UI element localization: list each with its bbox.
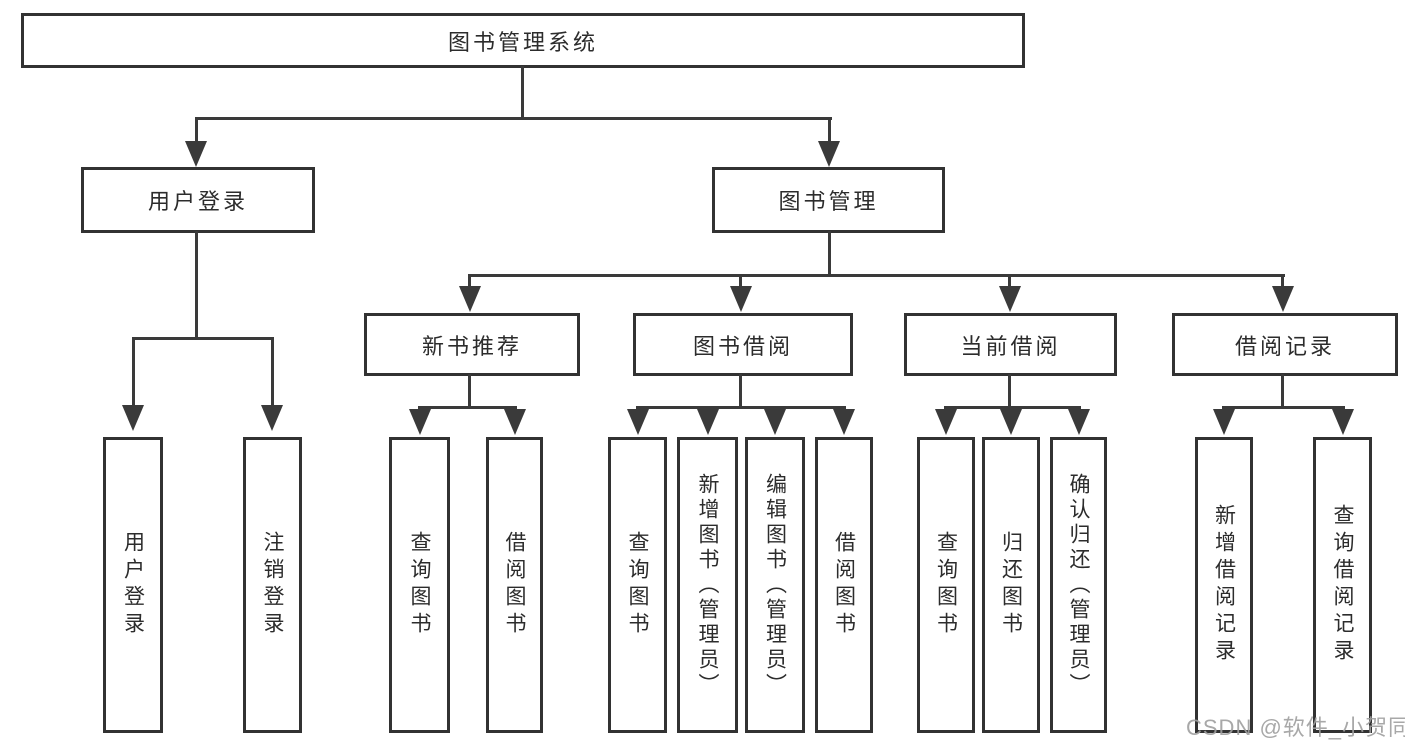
arrow-down-icon [697, 409, 719, 435]
arrow-down-icon [1332, 409, 1354, 435]
leaf-query-borrow-record: 查询借阅记录 [1313, 437, 1372, 733]
connector-line [739, 374, 742, 408]
arrow-down-icon [764, 409, 786, 435]
arrow-down-icon [833, 409, 855, 435]
arrow-down-icon [627, 409, 649, 435]
connector-line [828, 117, 831, 145]
connector-line [521, 66, 524, 120]
arrow-down-icon [185, 141, 207, 167]
arrow-down-icon [504, 409, 526, 435]
leaf-logout: 注销登录 [243, 437, 302, 733]
connector-line [1008, 374, 1011, 408]
leaf-add-book-admin: 新增图书（管理员） [677, 437, 738, 733]
arrow-down-icon [818, 141, 840, 167]
node-new-book-recommend: 新书推荐 [364, 313, 580, 376]
connector-line [132, 337, 274, 340]
connector-line [195, 117, 832, 120]
arrow-down-icon [1272, 286, 1294, 312]
watermark-text: CSDN @软件_小贺同学 [1186, 715, 1405, 740]
arrow-down-icon [730, 286, 752, 312]
arrow-down-icon [1213, 409, 1235, 435]
arrow-down-icon [459, 286, 481, 312]
node-root: 图书管理系统 [21, 13, 1025, 68]
arrow-down-icon [122, 405, 144, 431]
leaf-query-books-recommend: 查询图书 [389, 437, 450, 733]
arrow-down-icon [1068, 409, 1090, 435]
leaf-add-borrow-record: 新增借阅记录 [1195, 437, 1253, 733]
leaf-user-login: 用户登录 [103, 437, 163, 733]
leaf-query-books-current: 查询图书 [917, 437, 975, 733]
leaf-return-books: 归还图书 [982, 437, 1040, 733]
connector-line [1222, 406, 1345, 409]
node-borrow-records: 借阅记录 [1172, 313, 1398, 376]
arrow-down-icon [999, 286, 1021, 312]
connector-line [828, 231, 831, 277]
arrow-down-icon [409, 409, 431, 435]
arrow-down-icon [1000, 409, 1022, 435]
leaf-borrow-books-recommend: 借阅图书 [486, 437, 543, 733]
connector-line [132, 337, 135, 407]
node-book-management: 图书管理 [712, 167, 945, 233]
leaf-query-books-borrow: 查询图书 [608, 437, 667, 733]
connector-line [944, 406, 1081, 409]
arrow-down-icon [261, 405, 283, 431]
connector-line [468, 274, 471, 287]
leaf-borrow-books: 借阅图书 [815, 437, 873, 733]
connector-line [271, 337, 274, 407]
leaf-edit-book-admin: 编辑图书（管理员） [745, 437, 805, 733]
connector-line [636, 406, 846, 409]
connector-line [1281, 274, 1284, 287]
connector-line [468, 274, 1285, 277]
connector-line [468, 374, 471, 408]
leaf-confirm-return-admin: 确认归还（管理员） [1050, 437, 1107, 733]
connector-line [739, 274, 742, 287]
arrow-down-icon [935, 409, 957, 435]
connector-line [1008, 274, 1011, 287]
connector-line [195, 117, 198, 145]
node-book-borrow: 图书借阅 [633, 313, 853, 376]
node-current-borrow: 当前借阅 [904, 313, 1117, 376]
node-user-login: 用户登录 [81, 167, 315, 233]
connector-line [1281, 374, 1284, 408]
connector-line [418, 406, 517, 409]
connector-line [195, 231, 198, 339]
